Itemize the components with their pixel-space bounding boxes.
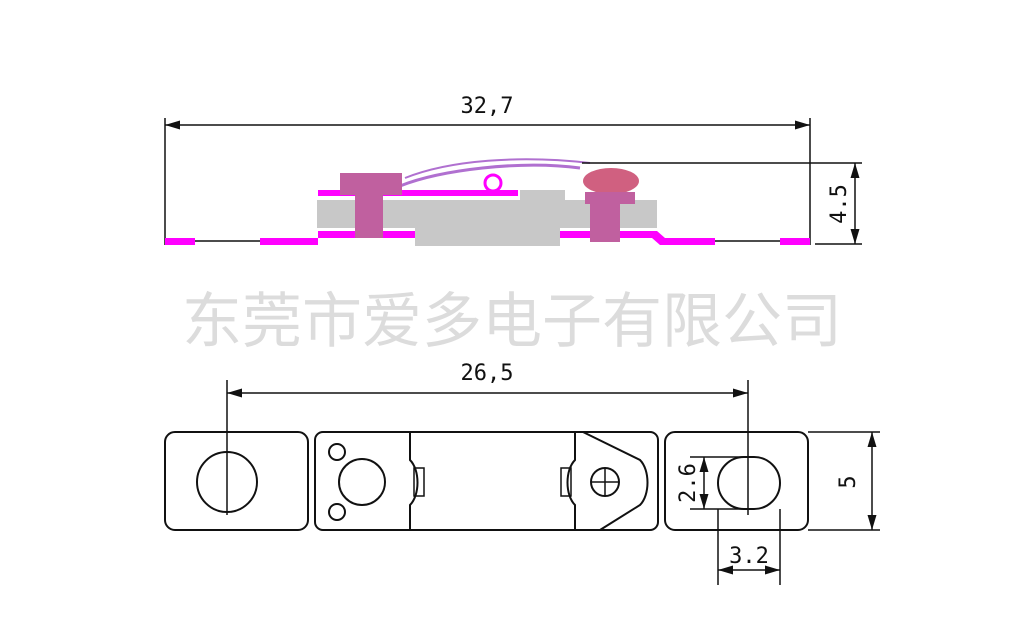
bimetal-strip: [399, 158, 591, 193]
small-hole-bottom: [328, 503, 346, 521]
bimetal-outline-left: [409, 432, 419, 530]
top-view: 26,5 5 2.6 3.2: [164, 361, 880, 585]
side-view: 32,7: [164, 94, 862, 246]
housing-bottom: [415, 210, 560, 246]
center-body: [314, 431, 659, 531]
center-rivet-circle: [338, 458, 386, 506]
height-label: 4.5: [827, 184, 852, 224]
left-rivet: [340, 173, 402, 238]
right-mounting-slot: [717, 456, 781, 510]
right-rivet: [583, 168, 639, 242]
slot-right: [560, 467, 572, 497]
left-terminal-tab: [164, 431, 309, 531]
left-mounting-hole: [196, 451, 258, 513]
housing-boss: [520, 190, 565, 204]
slot-height-label: 2.6: [676, 463, 701, 503]
bimetal-outline-right: [566, 432, 576, 530]
overall-length-label: 32,7: [461, 94, 514, 119]
watermark-text: 东莞市爱多电子有限公司: [182, 287, 842, 357]
right-terminal-tab: [664, 431, 809, 531]
arm-outline: [582, 431, 649, 531]
slot-width-label: 3.2: [729, 544, 769, 569]
width-label: 5: [836, 475, 861, 488]
slot-left: [413, 467, 425, 497]
small-hole-top: [328, 443, 346, 461]
hole-spacing-label: 26,5: [461, 361, 514, 386]
